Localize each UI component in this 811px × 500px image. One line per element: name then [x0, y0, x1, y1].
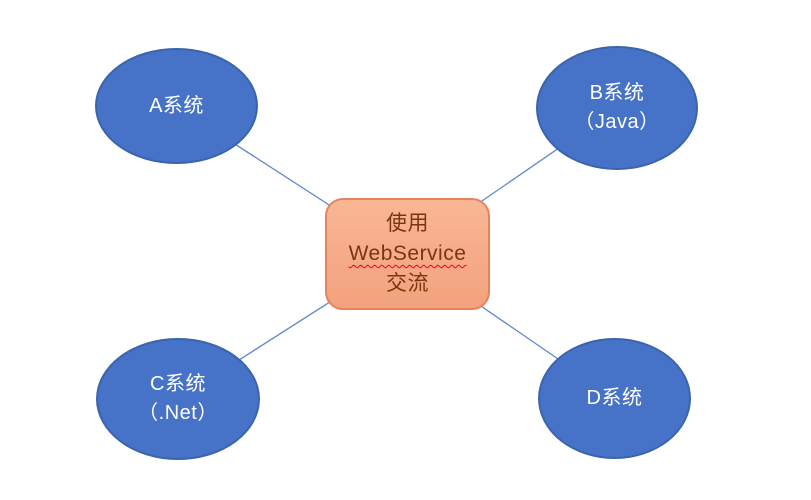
node-b-sublabel: （Java）	[574, 111, 660, 133]
node-c-label: C系统	[150, 373, 206, 395]
node-b-ellipse[interactable]: B系统 （Java）	[536, 46, 698, 170]
node-c-ellipse[interactable]: C系统 （.Net）	[96, 338, 260, 460]
node-c-sublabel: （.Net）	[138, 402, 218, 424]
node-b-label: B系统	[589, 82, 645, 104]
node-a-ellipse[interactable]: A系统	[95, 48, 258, 164]
node-a-label: A系统	[149, 94, 204, 117]
center-box-line1: 使用	[386, 212, 429, 235]
center-box[interactable]: 使用 WebService 交流	[325, 198, 490, 310]
node-d-label: D系统	[586, 387, 643, 409]
center-box-line3: 交流	[386, 272, 429, 295]
center-box-line2: WebService	[348, 242, 467, 265]
node-d-ellipse[interactable]: D系统	[538, 338, 691, 459]
